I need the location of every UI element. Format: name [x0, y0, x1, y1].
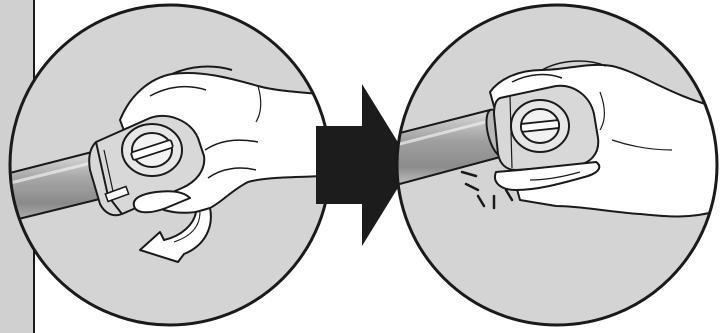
- panel-step-2: [380, 5, 720, 325]
- panel-step-1: [0, 5, 340, 325]
- cuff-dial-right: [511, 100, 569, 152]
- cuff-dial-left: [122, 124, 182, 176]
